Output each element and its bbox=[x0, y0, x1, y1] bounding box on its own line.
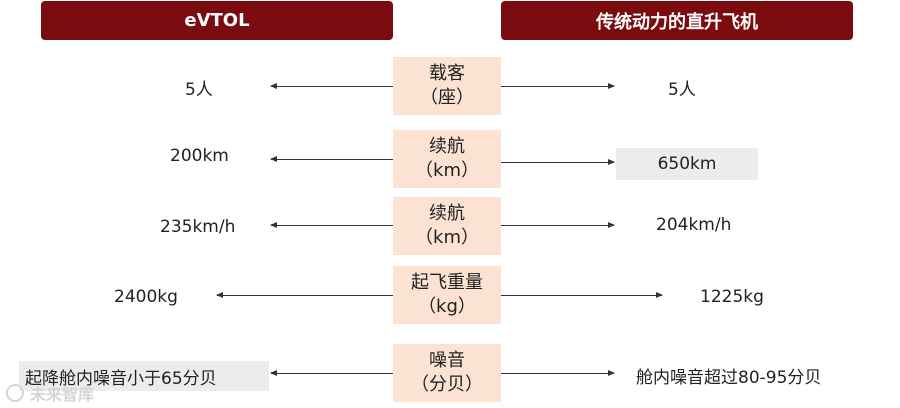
label-line1: 载客 bbox=[429, 63, 465, 84]
right-arrow bbox=[501, 222, 615, 228]
right-value-range: 650km bbox=[616, 148, 758, 180]
left-arrow bbox=[270, 83, 393, 89]
label-line2: （km） bbox=[415, 227, 479, 248]
left-arrow bbox=[270, 222, 393, 228]
left-value-range: 200km bbox=[170, 146, 229, 166]
label-line1: 噪音 bbox=[429, 350, 465, 371]
left-value-noise: 起降舱内噪音小于65分贝 bbox=[19, 361, 269, 391]
right-arrow bbox=[501, 292, 663, 298]
label-line1: 起飞重量 bbox=[411, 272, 483, 293]
label-line2: （座） bbox=[420, 87, 474, 108]
label-line2: （分贝） bbox=[411, 374, 483, 395]
header-evtol: eVTOL bbox=[41, 1, 393, 40]
left-value-weight: 2400kg bbox=[114, 287, 178, 307]
label-line2: （kg） bbox=[418, 296, 476, 317]
left-arrow bbox=[270, 156, 393, 162]
label-line2: （km） bbox=[415, 160, 479, 181]
label-passengers: 载客 （座） bbox=[393, 57, 501, 115]
right-arrow bbox=[501, 370, 615, 376]
right-value-weight: 1225kg bbox=[700, 287, 764, 307]
right-value-speed: 204km/h bbox=[656, 215, 732, 235]
left-arrow bbox=[270, 370, 393, 376]
left-arrow bbox=[216, 292, 393, 298]
right-value-passengers: 5人 bbox=[668, 79, 696, 100]
right-arrow bbox=[501, 83, 615, 89]
watermark-text: 未来智库 bbox=[30, 385, 95, 404]
label-speed: 续航 （km） bbox=[393, 197, 501, 255]
left-value-speed: 235km/h bbox=[160, 217, 236, 237]
label-line1: 续航 bbox=[429, 136, 465, 157]
left-value-passengers: 5人 bbox=[185, 79, 213, 100]
label-noise: 噪音 （分贝） bbox=[393, 344, 501, 402]
right-value-noise: 舱内噪音超过80-95分贝 bbox=[636, 367, 822, 388]
watermark: 未来智库 bbox=[6, 381, 94, 405]
watermark-logo-icon bbox=[6, 384, 24, 402]
right-arrow bbox=[501, 159, 615, 165]
label-line1: 续航 bbox=[429, 203, 465, 224]
label-takeoff-weight: 起飞重量 （kg） bbox=[393, 266, 501, 324]
label-range: 续航 （km） bbox=[393, 130, 501, 188]
header-helicopter: 传统动力的直升飞机 bbox=[501, 1, 853, 40]
